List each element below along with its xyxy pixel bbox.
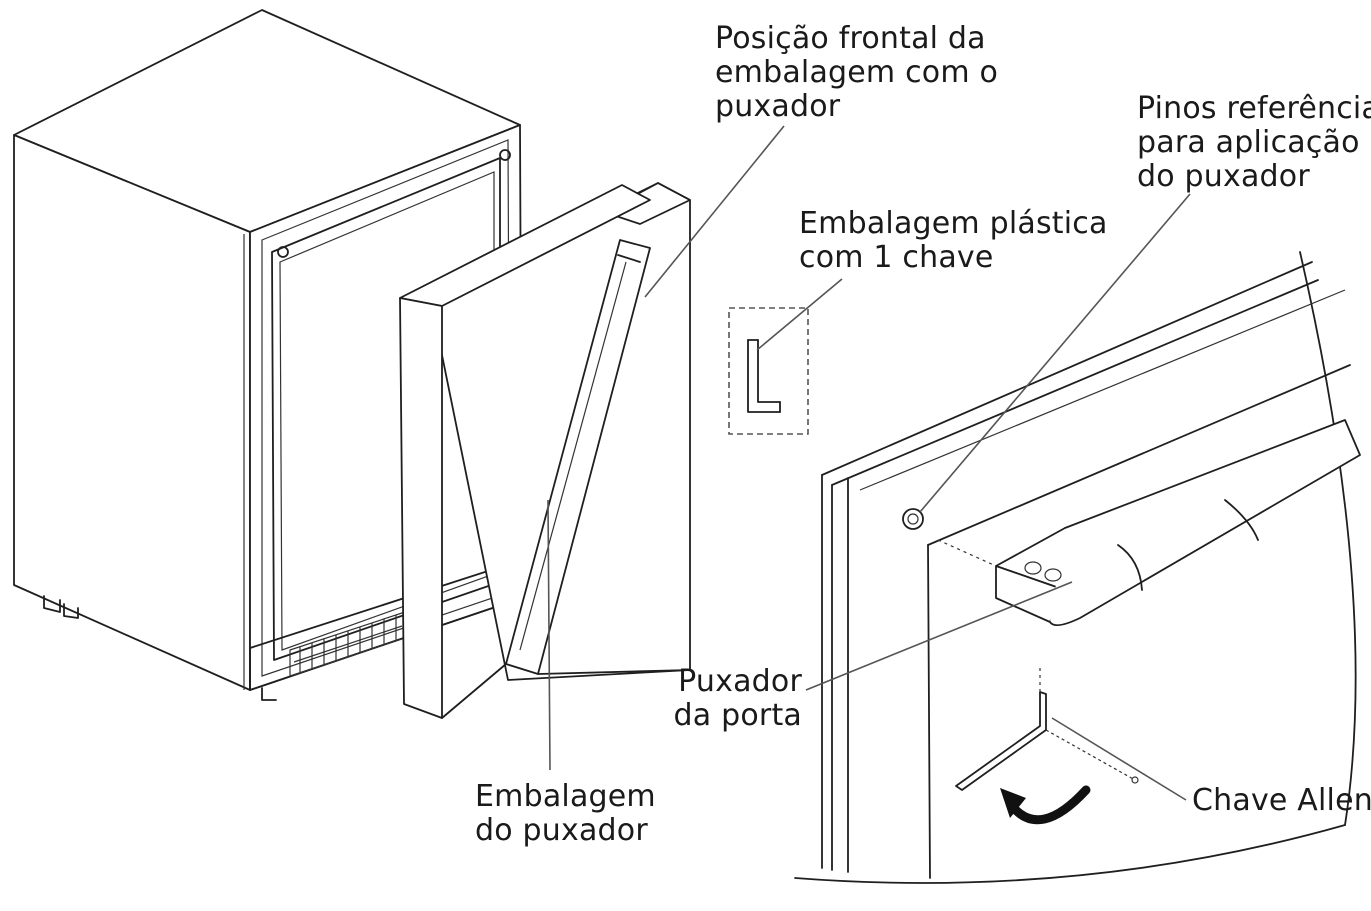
handle-packaging-box (399, 182, 691, 719)
label-front-position: Posição frontal da embalagem com o puxad… (715, 22, 998, 124)
label-line: com 1 chave (799, 240, 994, 275)
door-handle-detail (794, 251, 1361, 884)
label-handle-packaging: Embalagem do puxador (475, 780, 656, 848)
label-line: Embalagem plástica (799, 206, 1108, 241)
label-line: Puxador (678, 664, 802, 699)
label-line: da porta (673, 698, 802, 733)
label-door-handle: Puxador da porta (660, 665, 802, 733)
label-line: Pinos referência (1137, 91, 1371, 126)
label-line: embalagem com o (715, 55, 999, 90)
label-line: do puxador (475, 813, 648, 848)
label-line: Chave Allen (1192, 783, 1371, 818)
leader-lines (547, 125, 1191, 801)
label-reference-pins: Pinos referência para aplicação do puxad… (1137, 92, 1371, 194)
label-plastic-bag: Embalagem plástica com 1 chave (799, 207, 1108, 275)
label-line: para aplicação (1137, 125, 1360, 160)
label-allen-key: Chave Allen (1192, 784, 1371, 818)
label-line: puxador (715, 89, 841, 124)
label-line: Posição frontal da (715, 21, 986, 56)
refrigerator-illustration (13, 9, 523, 701)
label-line: Embalagem (475, 779, 656, 814)
label-line: do puxador (1137, 159, 1310, 194)
plastic-bag-with-key (728, 307, 809, 435)
